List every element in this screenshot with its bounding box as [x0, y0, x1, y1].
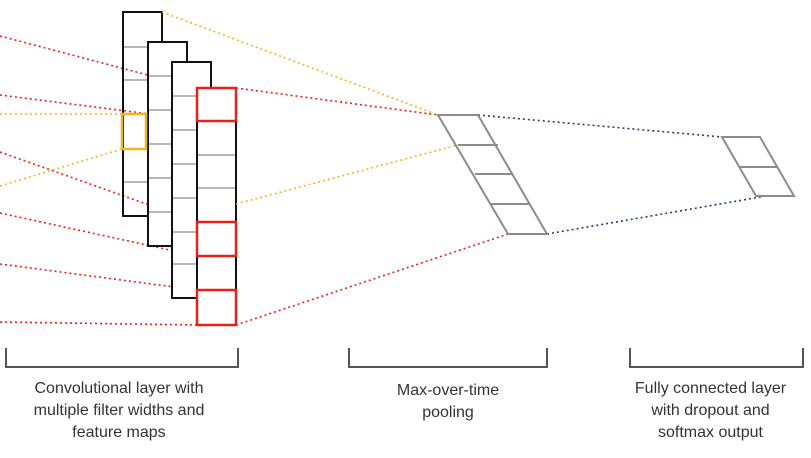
max-pooling-layer: [436, 114, 549, 235]
red-filter-window-top: [195, 86, 238, 123]
bracket-pooling: [348, 348, 548, 368]
bracket-convolutional: [5, 348, 239, 368]
pooling-connection-lines-red: [235, 87, 509, 326]
feature-map-4: [195, 86, 238, 327]
caption-line: with dropout and: [651, 402, 770, 419]
bracket-fully-connected: [629, 348, 804, 368]
fc-connection-lines-navy: [477, 114, 767, 235]
caption-line: feature maps: [72, 424, 166, 441]
caption-convolutional-layer: Convolutional layer with multiple filter…: [0, 378, 238, 444]
fully-connected-layer: [720, 136, 796, 197]
caption-line: softmax output: [658, 424, 763, 441]
red-filter-window-middle: [195, 220, 238, 258]
caption-line: multiple filter widths and: [33, 402, 205, 419]
caption-line: Fully connected layer: [634, 380, 787, 397]
input-connection-lines-yellow: [0, 113, 123, 187]
caption-line: pooling: [422, 404, 474, 421]
red-filter-window-bottom: [195, 288, 238, 327]
yellow-filter-window: [120, 112, 148, 151]
caption-line: Convolutional layer with: [34, 380, 204, 397]
caption-line: Max-over-time: [396, 382, 500, 399]
brackets: [5, 348, 804, 368]
caption-max-pooling: Max-over-time pooling: [348, 380, 548, 424]
pooling-connection-lines-yellow: [161, 11, 459, 205]
caption-fully-connected-layer: Fully connected layer with dropout and s…: [610, 378, 811, 444]
